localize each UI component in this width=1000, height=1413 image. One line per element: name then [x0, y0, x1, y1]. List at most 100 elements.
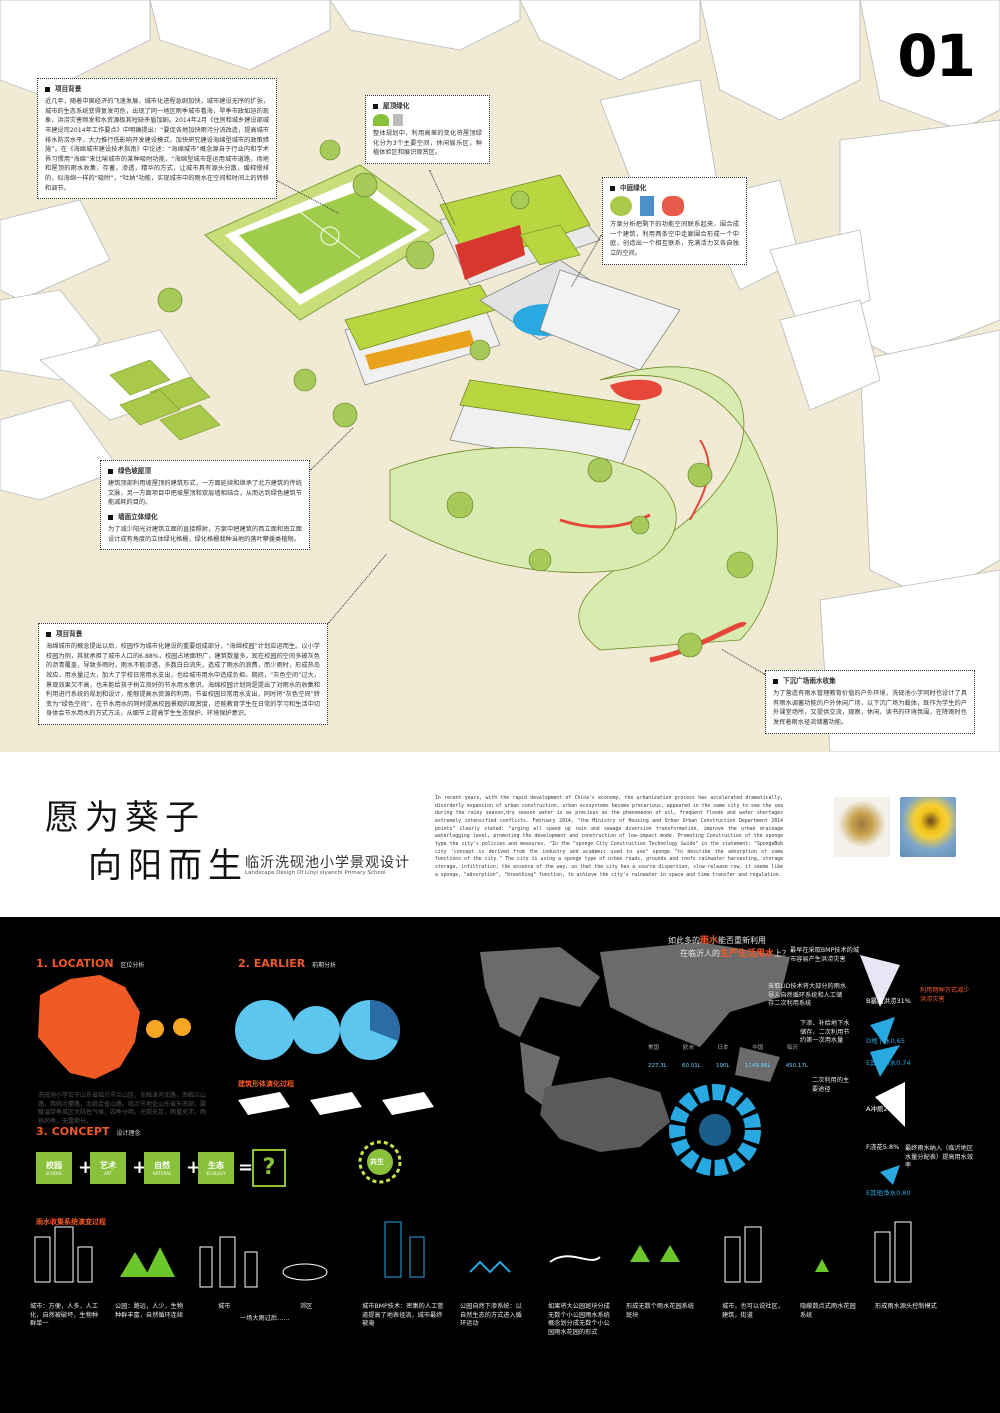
- sector-b: [860, 955, 900, 1007]
- evo-natural: 公园自然下渗系统：以自然生态的方式进入循环运动: [460, 1303, 522, 1328]
- pct-e2: E其他净水0.80: [866, 1189, 911, 1197]
- box-en: ECOLOGY: [206, 1171, 226, 1176]
- note-text: 为了营造有雨水管理教育价值的户外环境，洗砚池小学同时也设计了具有雨水调蓄功能的户…: [773, 690, 967, 727]
- building-evolution-title: 建筑形体演化过程: [238, 1080, 294, 1088]
- analysis-panel: 1. LOCATION 区位分析 洗砚池小学位于山东省临沂市兰山区，东临涑河北路…: [0, 917, 1000, 1413]
- symbiosis-core: [367, 1149, 393, 1175]
- plus-sign: +: [132, 1157, 148, 1178]
- radial-chart: [669, 1084, 761, 1176]
- roof-icons: [373, 114, 482, 127]
- analysis-graphics: [34, 942, 912, 1288]
- routes-text: 下渗、补给地下水储存、二次利用节约第一次用水量: [800, 1020, 850, 1045]
- note-green-slope-roof: 绿色坡屋顶 建筑顶部利用坡屋顶的建筑形式，一方面延续和继承了北方建筑的传统文脉，…: [100, 460, 310, 551]
- concept-result-box: ?: [252, 1149, 286, 1187]
- box-en: SCHOOL: [45, 1171, 63, 1176]
- box-cn: 校园: [46, 1161, 62, 1170]
- note-title: 屋顶绿化: [373, 101, 482, 111]
- sector-d: [870, 1017, 895, 1045]
- box-cn: 生态: [208, 1161, 224, 1170]
- pct-d: D地下水0.65: [866, 1037, 905, 1045]
- bar-label: 欧洲: [682, 1045, 694, 1051]
- section-label: LOCATION: [51, 957, 114, 970]
- title-line-1: 愿为葵子: [45, 798, 205, 838]
- consumption-labels: 美国 欧洲 日本 中国 临沂: [648, 1043, 798, 1051]
- subtitle-en: Landscape Design Of Linyi xiyanchi Prima…: [245, 870, 386, 876]
- consumption-values: 227.3L 60.01L 190L 1149.86L 450.17L: [648, 1063, 808, 1069]
- bar-value: 190L: [715, 1063, 730, 1069]
- plus-sign: +: [186, 1157, 202, 1178]
- bar-value: 227.3L: [648, 1063, 667, 1069]
- sports-field: [204, 164, 451, 321]
- courtyard-icons: [610, 196, 739, 217]
- note-title: 下沉广场雨水收集: [773, 676, 967, 686]
- note-text: 建筑顶部利用坡屋顶的建筑形式，一方面延续和继承了北方建筑的传统文脉，另一方面项目…: [108, 480, 302, 507]
- q-part: 在临沂人的: [680, 948, 720, 958]
- water-question: 如此多的雨水能否重新利用 在临沂人的生产生活用水上？: [668, 935, 790, 960]
- bar-value: 1149.86L: [744, 1063, 771, 1069]
- evo-park: 公园：路远，人少，生物种群丰富，自然循环连续: [115, 1303, 184, 1319]
- approach-text: 利用两种方式减少洪涝灾害: [920, 987, 970, 1003]
- box-cn: 自然: [154, 1161, 170, 1170]
- note-courtyard-greening: 中庭绿化 方案分析把剩下的功能空间联系起来，围合成一个建筑，利用两条空中走廊围合…: [602, 177, 747, 265]
- note-title: 项目背景: [46, 629, 320, 639]
- earlier-circle-2: [292, 1006, 340, 1054]
- location-text: 洗砚池小学位于山东省临沂市兰山区，东临涑河北路，南临兰山路，西临沂蒙路，北临金雀…: [38, 1092, 207, 1126]
- note-title: 中庭绿化: [610, 183, 739, 193]
- section-concept: 3. CONCEPT 设计理念: [36, 1125, 140, 1138]
- evo-rain: 一场大雨过后……: [240, 1315, 290, 1322]
- q-part: 上？: [774, 948, 791, 958]
- bar-label: 中国: [752, 1045, 764, 1051]
- evo-source: 形成雨水源头控制模式: [875, 1303, 937, 1310]
- final-text: 最终雨水纳入（临沂地区水量分配表）提高用水效率: [905, 1145, 974, 1170]
- bar-value: 450.17L: [785, 1063, 808, 1069]
- building-evolution: [238, 1092, 434, 1115]
- site-axonometric-panel: 01 项目背景 近几年，随着中国经济的飞速发展，城市化进程急剧加快，城市建设无序…: [0, 0, 1000, 752]
- q-highlight: 雨水: [700, 936, 719, 946]
- evo-city-2: 城市: [218, 1303, 231, 1310]
- radial-chart-core: [699, 1114, 731, 1146]
- sunflower-photo: [900, 797, 956, 857]
- q-part: 能否重新利用: [718, 936, 767, 945]
- china-map: [38, 975, 140, 1079]
- evo-patch: 形成无数个雨水花园系统斑块: [626, 1303, 695, 1319]
- pct-e: E其他净水0.74: [866, 1059, 911, 1067]
- q-highlight: 生产生活用水: [720, 948, 775, 959]
- note-text: 方案分析把剩下的功能空间联系起来，围合成一个建筑，利用两条空中走廊围合形成一个中…: [610, 221, 739, 258]
- note-title: 绿色坡屋顶: [108, 466, 302, 476]
- trees: [157, 139, 754, 658]
- section-label: EARLIER: [253, 957, 306, 970]
- world-map: [480, 942, 790, 1107]
- evo-city: 城市：方便，人多，人工化，自然被破坏，生物种群单一: [30, 1303, 99, 1328]
- section-cn: 前期分析: [312, 962, 337, 969]
- linyi-marker: [173, 1018, 191, 1036]
- note-text: 近几年，随着中国经济的飞速发展，城市化进程急剧加快，城市建设无序的扩张，城市的生…: [45, 98, 269, 192]
- page-number: 01: [897, 22, 976, 90]
- evolution-title: 雨水收集系统演变过程: [36, 1218, 106, 1226]
- section-label: CONCEPT: [51, 1125, 110, 1138]
- bar-value: 60.01L: [681, 1063, 701, 1069]
- evo-hidden: 隐蔽数点式雨水花园系统: [800, 1303, 856, 1319]
- subtitle-cn: 临沂洗砚池小学景观设计: [245, 855, 410, 871]
- flower-icon: [662, 196, 684, 217]
- english-abstract: In recent years, with the rapid developm…: [435, 796, 783, 878]
- section-cn: 设计理念: [116, 1130, 141, 1137]
- sector-f: [880, 1165, 900, 1185]
- garden-plots: [109, 359, 221, 441]
- note-text: 整体规划中，利用高差的变化将屋顶绿化分为3个主要空间，休闲娱乐区，种植体验区和展…: [373, 130, 482, 157]
- bar-label: 临沂: [786, 1045, 798, 1051]
- section-num: 1.: [36, 957, 48, 970]
- pct-b: B暴雨洪涝31%: [866, 997, 911, 1005]
- note-title-2: 墙面立体绿化: [108, 512, 302, 522]
- lid-text: 采取LID技术将大部分的雨水导入自然循环系统和人工储存二次利用系统: [768, 983, 847, 1008]
- tree-icon: [610, 196, 632, 217]
- symbiosis-ring: [358, 1140, 402, 1184]
- box-cn: 艺术: [100, 1161, 116, 1170]
- evo-suburb: 郊区: [300, 1303, 313, 1310]
- sector-e: [870, 1045, 900, 1077]
- box-en: NATURAL: [152, 1171, 172, 1176]
- symbiosis-label: 共生: [370, 1158, 384, 1166]
